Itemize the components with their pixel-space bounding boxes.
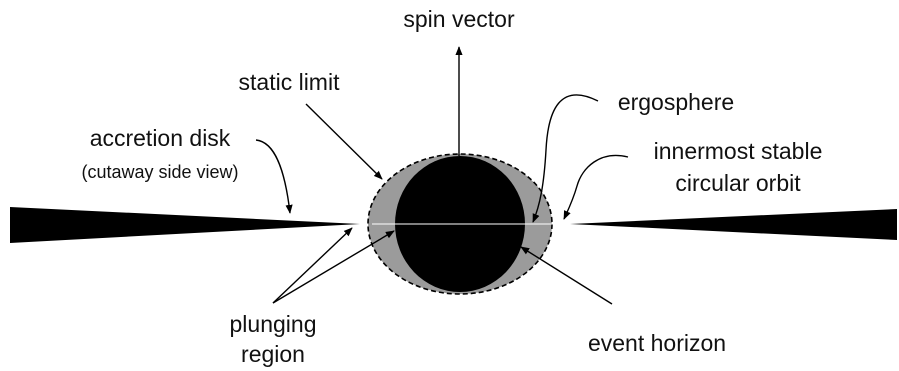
ergosphere-label: ergosphere bbox=[618, 89, 734, 115]
static-limit-label: static limit bbox=[239, 69, 341, 95]
isco-label-line1: innermost stable bbox=[654, 138, 823, 164]
plunging-arrow-left bbox=[272, 227, 353, 304]
static-limit-arrow bbox=[305, 103, 383, 180]
ergosphere-arrow bbox=[532, 94, 599, 223]
event-horizon-arrow bbox=[520, 246, 613, 305]
accretion-disk-label: accretion disk bbox=[90, 125, 231, 151]
plunging-arrow-right bbox=[272, 230, 395, 304]
accretion-disk-left bbox=[10, 207, 360, 243]
accretion-disk-right bbox=[570, 209, 897, 240]
cutaway-side-view-label: (cutaway side view) bbox=[81, 162, 238, 182]
plunging-label-line1: plunging bbox=[230, 311, 317, 337]
accretion-disk-arrow bbox=[255, 139, 293, 214]
isco-arrow bbox=[563, 154, 629, 220]
spin-vector-label: spin vector bbox=[403, 6, 515, 32]
isco-label-line2: circular orbit bbox=[675, 170, 801, 196]
plunging-label-line2: region bbox=[241, 341, 305, 367]
event-horizon-label: event horizon bbox=[588, 330, 726, 356]
